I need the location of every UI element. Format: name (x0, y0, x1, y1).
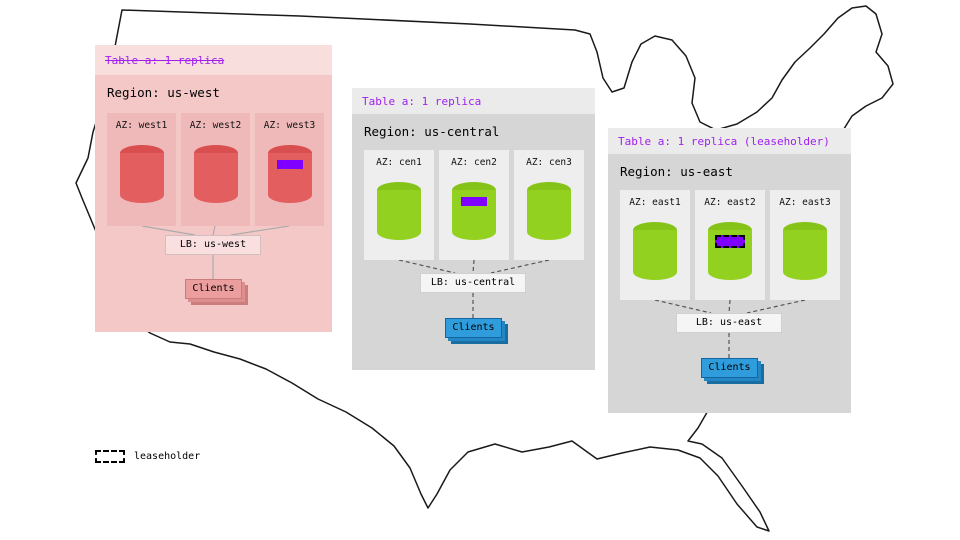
database-cylinder-cen1 (377, 182, 421, 240)
az-label-cen1: AZ: cen1 (376, 157, 422, 168)
cylinder-bottom (119, 187, 164, 203)
database-cylinder-east1 (633, 222, 677, 280)
database-cylinder-east2 (708, 222, 752, 280)
load-balancer-us-west: LB: us-west (165, 235, 261, 255)
leaseholder-marker-east2 (715, 235, 745, 248)
load-balancer-us-east: LB: us-east (676, 313, 782, 333)
region-card-us-central: Table a: 1 replica Region: us-central AZ… (352, 88, 595, 370)
region-title-us-east: Region: us-east (620, 164, 733, 179)
leaseholder-legend-label: leaseholder (134, 451, 201, 462)
region-title-us-central: Region: us-central (364, 124, 500, 139)
az-box-east1: AZ: east1 (620, 190, 690, 300)
cylinder-bottom (452, 224, 496, 240)
legend: leaseholder (95, 450, 200, 463)
database-cylinder-west1 (119, 145, 164, 203)
clients-box-us-east: Clients (701, 358, 758, 378)
table-header-us-east: Table a: 1 replica (leaseholder) (608, 128, 851, 154)
region-title-us-west: Region: us-west (107, 85, 220, 100)
connector-lines-us-east (654, 299, 806, 358)
replica-marker-west3 (276, 160, 303, 169)
cylinder-bottom (527, 224, 571, 240)
az-box-cen2: AZ: cen2 (439, 150, 509, 260)
load-balancer-us-central: LB: us-central (420, 273, 526, 293)
az-label-cen3: AZ: cen3 (526, 157, 572, 168)
az-box-east2: AZ: east2 (695, 190, 765, 300)
database-cylinder-cen2 (452, 182, 496, 240)
connector-lines-us-central (398, 259, 550, 318)
region-card-us-east: Table a: 1 replica (leaseholder) Region:… (608, 128, 851, 413)
leaseholder-legend-swatch (95, 450, 125, 463)
cylinder-bottom (267, 187, 312, 203)
az-label-east2: AZ: east2 (704, 197, 756, 208)
az-box-cen3: AZ: cen3 (514, 150, 584, 260)
az-label-east3: AZ: east3 (779, 197, 831, 208)
region-card-us-west: Table a: 1 replica Region: us-west AZ: w… (95, 45, 332, 332)
az-label-west2: AZ: west2 (189, 120, 242, 131)
cylinder-bottom (377, 224, 421, 240)
az-box-cen1: AZ: cen1 (364, 150, 434, 260)
database-cylinder-west2 (193, 145, 238, 203)
cylinder-bottom (633, 264, 677, 280)
az-box-west1: AZ: west1 (107, 113, 176, 226)
az-label-east1: AZ: east1 (629, 197, 681, 208)
clients-box-us-central: Clients (445, 318, 502, 338)
clients-box-us-west: Clients (185, 279, 242, 299)
cylinder-bottom (193, 187, 238, 203)
replica-marker-cen2 (461, 197, 487, 206)
cylinder-bottom (708, 264, 752, 280)
cylinder-bottom (783, 264, 827, 280)
database-cylinder-east3 (783, 222, 827, 280)
az-label-west3: AZ: west3 (263, 120, 316, 131)
az-box-east3: AZ: east3 (770, 190, 840, 300)
az-label-west1: AZ: west1 (115, 120, 168, 131)
table-header-us-central: Table a: 1 replica (352, 88, 595, 114)
az-box-west3: AZ: west3 (255, 113, 324, 226)
database-cylinder-cen3 (527, 182, 571, 240)
az-box-west2: AZ: west2 (181, 113, 250, 226)
az-label-cen2: AZ: cen2 (451, 157, 497, 168)
connector-lines-us-west (141, 225, 290, 279)
database-cylinder-west3 (267, 145, 312, 203)
table-header-us-west: Table a: 1 replica (95, 45, 332, 75)
